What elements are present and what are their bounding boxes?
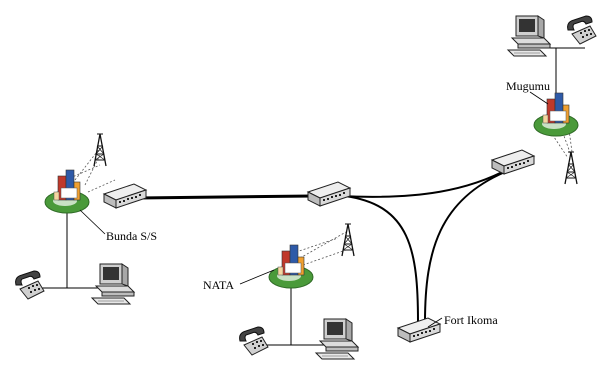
nata-label-leader — [239, 269, 275, 285]
site-mugumu: Mugumu — [491, 15, 597, 185]
mugumu-label-leader — [529, 91, 549, 105]
site-label-nata: NATA — [203, 278, 234, 292]
bunda-desktop-computer-icon — [91, 263, 135, 305]
site-fort-ikoma: Fort Ikoma — [397, 313, 498, 343]
nata-telephone-icon — [239, 326, 269, 356]
mugumu-network-switch-icon — [491, 149, 535, 175]
fort-ikoma-label-leader — [427, 317, 443, 328]
bunda-radio-tower-icon — [93, 133, 107, 167]
site-label-fort-ikoma: Fort Ikoma — [444, 313, 498, 327]
nata-wireless-links — [295, 231, 347, 266]
link-nata-mugumu — [339, 167, 511, 198]
nata-desktop-computer-icon — [315, 318, 359, 360]
mugumu-desktop-computer-icon — [507, 15, 551, 57]
nata-network-switch-icon — [307, 181, 351, 207]
site-nata: NATA — [203, 181, 359, 360]
bunda-telephone-icon — [15, 270, 45, 300]
nata-building-icon — [268, 244, 314, 289]
site-label-bunda: Bunda S/S — [106, 229, 157, 243]
bunda-building-icon — [44, 169, 90, 214]
bunda-label-leader — [79, 209, 106, 235]
mugumu-telephone-icon — [567, 15, 597, 45]
site-bunda: Bunda S/S — [15, 133, 157, 305]
link-fortikoma-mugumu — [424, 171, 506, 323]
fort-ikoma-network-switch-icon — [397, 317, 441, 343]
mugumu-radio-tower-icon — [564, 151, 578, 185]
site-label-mugumu: Mugumu — [506, 79, 550, 93]
links — [137, 167, 511, 323]
link-nata-fortikoma — [344, 195, 419, 323]
link-bunda-nata — [137, 194, 314, 200]
nata-radio-tower-icon — [341, 223, 355, 257]
bunda-network-switch-icon — [103, 183, 147, 209]
